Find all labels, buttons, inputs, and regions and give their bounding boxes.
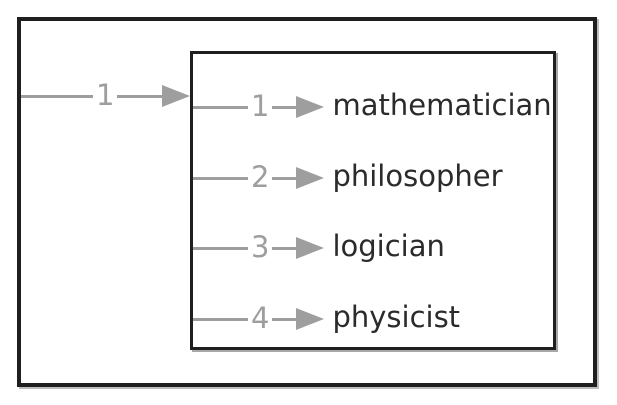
arrowhead-icon xyxy=(296,308,325,330)
item-index-label: 1 xyxy=(251,88,270,123)
arrow-line xyxy=(272,105,297,109)
arrow-line xyxy=(193,105,248,109)
item-row: 4 physicist xyxy=(193,301,460,337)
arrow-line xyxy=(193,176,248,180)
arrow-line xyxy=(193,317,248,321)
item-index-label: 2 xyxy=(251,159,270,194)
arrow-line xyxy=(272,176,297,180)
item-row: 3 logician xyxy=(193,230,445,266)
item-label: philosopher xyxy=(332,159,503,193)
arrow-line xyxy=(272,246,297,250)
arrow-line xyxy=(193,246,248,250)
item-label: logician xyxy=(332,229,445,263)
outer-arrow-index-label: 1 xyxy=(96,77,115,112)
arrowhead-icon xyxy=(162,85,191,107)
arrow-line xyxy=(272,317,297,321)
item-row: 2 philosopher xyxy=(193,160,503,196)
item-index-label: 3 xyxy=(251,229,270,264)
arrow-line xyxy=(117,94,163,98)
arrowhead-icon xyxy=(296,237,325,259)
arrowhead-icon xyxy=(296,167,325,189)
outer-arrow: 1 xyxy=(21,77,191,114)
item-index-label: 4 xyxy=(251,300,270,335)
item-row: 1 mathematician xyxy=(193,89,552,125)
inner-box: 1 mathematician 2 philosopher 3 logician… xyxy=(190,51,556,350)
item-label: mathematician xyxy=(332,88,552,122)
arrow-line xyxy=(21,94,93,98)
item-label: physicist xyxy=(332,300,461,334)
arrowhead-icon xyxy=(296,96,325,118)
